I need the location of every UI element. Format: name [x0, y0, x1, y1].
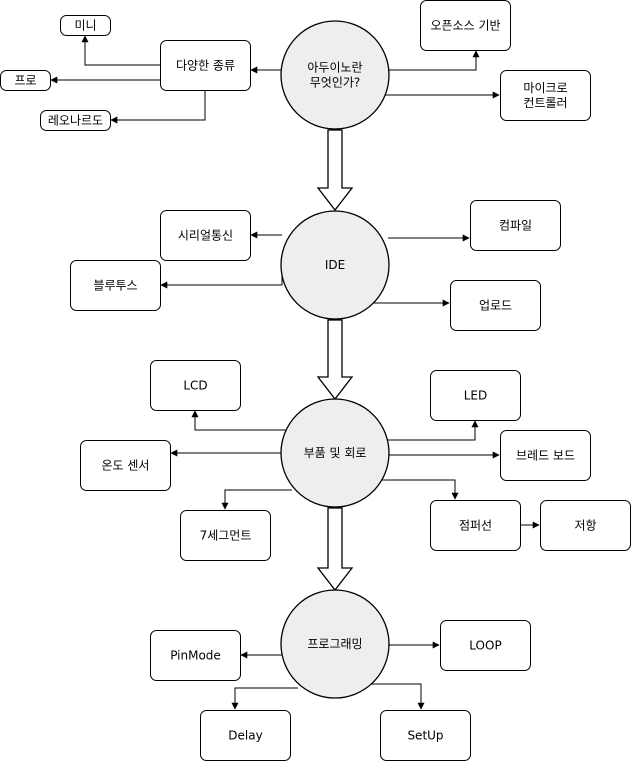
node-types-label: 다양한 종류: [176, 59, 235, 73]
node-upload-label: 업로드: [479, 299, 512, 313]
node-upload: 업로드: [450, 280, 541, 331]
hub-circle-ide: [280, 210, 390, 320]
node-lcd-label: LCD: [183, 379, 207, 393]
node-serial: 시리얼통신: [160, 210, 251, 261]
node-box-serial: [160, 210, 251, 261]
node-box-compile: [470, 200, 561, 251]
hub-arduino-label: 아두이노란: [307, 61, 362, 75]
hub-parts-label: 부품 및 회로: [304, 446, 367, 460]
hub-ide: IDE: [280, 210, 390, 320]
node-temp-label: 온도 센서: [102, 459, 150, 473]
node-box-upload: [450, 280, 541, 331]
connector-arduino-to-opensource: [388, 50, 480, 71]
node-pro: 프로: [0, 70, 51, 91]
node-box-leonardo: [40, 110, 111, 131]
flow-arrow-ide-to-parts: [316, 319, 354, 401]
node-compile: 컴파일: [470, 200, 561, 251]
connector-parts-to-jumper: [380, 479, 459, 500]
node-pinmode: PinMode: [150, 630, 241, 681]
node-box-microcontroller: [500, 70, 591, 121]
hub-arduino-label: 무엇인가?: [310, 76, 361, 90]
node-loop-label: LOOP: [469, 639, 501, 653]
node-bluetooth-label: 블루투스: [93, 279, 137, 293]
node-box-mini: [60, 15, 111, 36]
node-box-loop: [440, 620, 531, 671]
connector-types-to-mini: [81, 35, 160, 66]
connector-parts-to-seg7: [221, 489, 292, 510]
node-pinmode-label: PinMode: [170, 649, 221, 663]
node-compile-label: 컴파일: [499, 219, 532, 233]
connector-types-to-leonardo: [110, 90, 206, 124]
hub-ide-label: IDE: [325, 258, 345, 272]
node-serial-label: 시리얼통신: [178, 229, 233, 243]
node-led-label: LED: [464, 389, 488, 403]
node-led: LED: [430, 370, 521, 421]
node-box-breadboard: [500, 430, 591, 481]
node-bluetooth: 블루투스: [70, 260, 161, 311]
node-box-types: [160, 40, 251, 91]
node-jumper: 점퍼선: [430, 500, 521, 551]
connector-programming-to-setup: [366, 683, 425, 710]
hub-programming-label: 프로그래밍: [307, 637, 362, 651]
node-box-temp: [80, 440, 171, 491]
hub-parts: 부품 및 회로: [280, 398, 390, 508]
node-mini: 미니: [60, 15, 111, 36]
node-box-lcd: [150, 360, 241, 411]
hub-programming: 프로그래밍: [280, 589, 390, 699]
node-seg7: 7세그먼트: [180, 510, 271, 561]
node-setup-label: SetUp: [407, 729, 443, 743]
flow-arrow-parts-to-programming: [316, 507, 354, 592]
edges-layer: [50, 35, 540, 710]
node-box-pinmode: [150, 630, 241, 681]
flow-arrow-arduino-to-ide: [316, 129, 354, 212]
node-types: 다양한 종류: [160, 40, 251, 91]
hub-circle-arduino: [280, 20, 390, 130]
node-setup: SetUp: [380, 710, 471, 761]
node-opensource: 오픈소스 기반: [420, 0, 511, 51]
node-box-opensource: [420, 0, 511, 51]
node-mini-label: 미니: [74, 19, 96, 33]
node-leonardo: 레오나르도: [40, 110, 111, 131]
connector-parts-to-led: [388, 420, 479, 441]
node-microcontroller-label: 컨트롤러: [523, 96, 567, 110]
node-opensource-label: 오픈소스 기반: [430, 19, 500, 33]
node-temp: 온도 센서: [80, 440, 171, 491]
hub-circle-parts: [280, 398, 390, 508]
connector-ide-to-bluetooth: [160, 265, 283, 289]
node-lcd: LCD: [150, 360, 241, 411]
node-resistor: 저항: [540, 500, 631, 551]
node-box-led: [430, 370, 521, 421]
node-seg7-label: 7세그먼트: [200, 529, 252, 543]
node-box-bluetooth: [70, 260, 161, 311]
node-resistor-label: 저항: [574, 519, 596, 533]
hub-circle-programming: [280, 589, 390, 699]
connector-parts-to-lcd: [191, 410, 286, 431]
node-box-seg7: [180, 510, 271, 561]
node-delay: Delay: [200, 710, 291, 761]
node-breadboard-label: 브레드 보드: [516, 449, 575, 463]
node-loop: LOOP: [440, 620, 531, 671]
node-pro-label: 프로: [14, 74, 36, 88]
connector-programming-to-delay: [231, 687, 298, 710]
node-delay-label: Delay: [228, 729, 262, 743]
node-leonardo-label: 레오나르도: [48, 114, 103, 128]
node-breadboard: 브레드 보드: [500, 430, 591, 481]
node-box-pro: [0, 70, 51, 91]
node-box-jumper: [430, 500, 521, 551]
node-jumper-label: 점퍼선: [459, 519, 492, 533]
node-microcontroller-label: 마이크로: [523, 81, 567, 95]
